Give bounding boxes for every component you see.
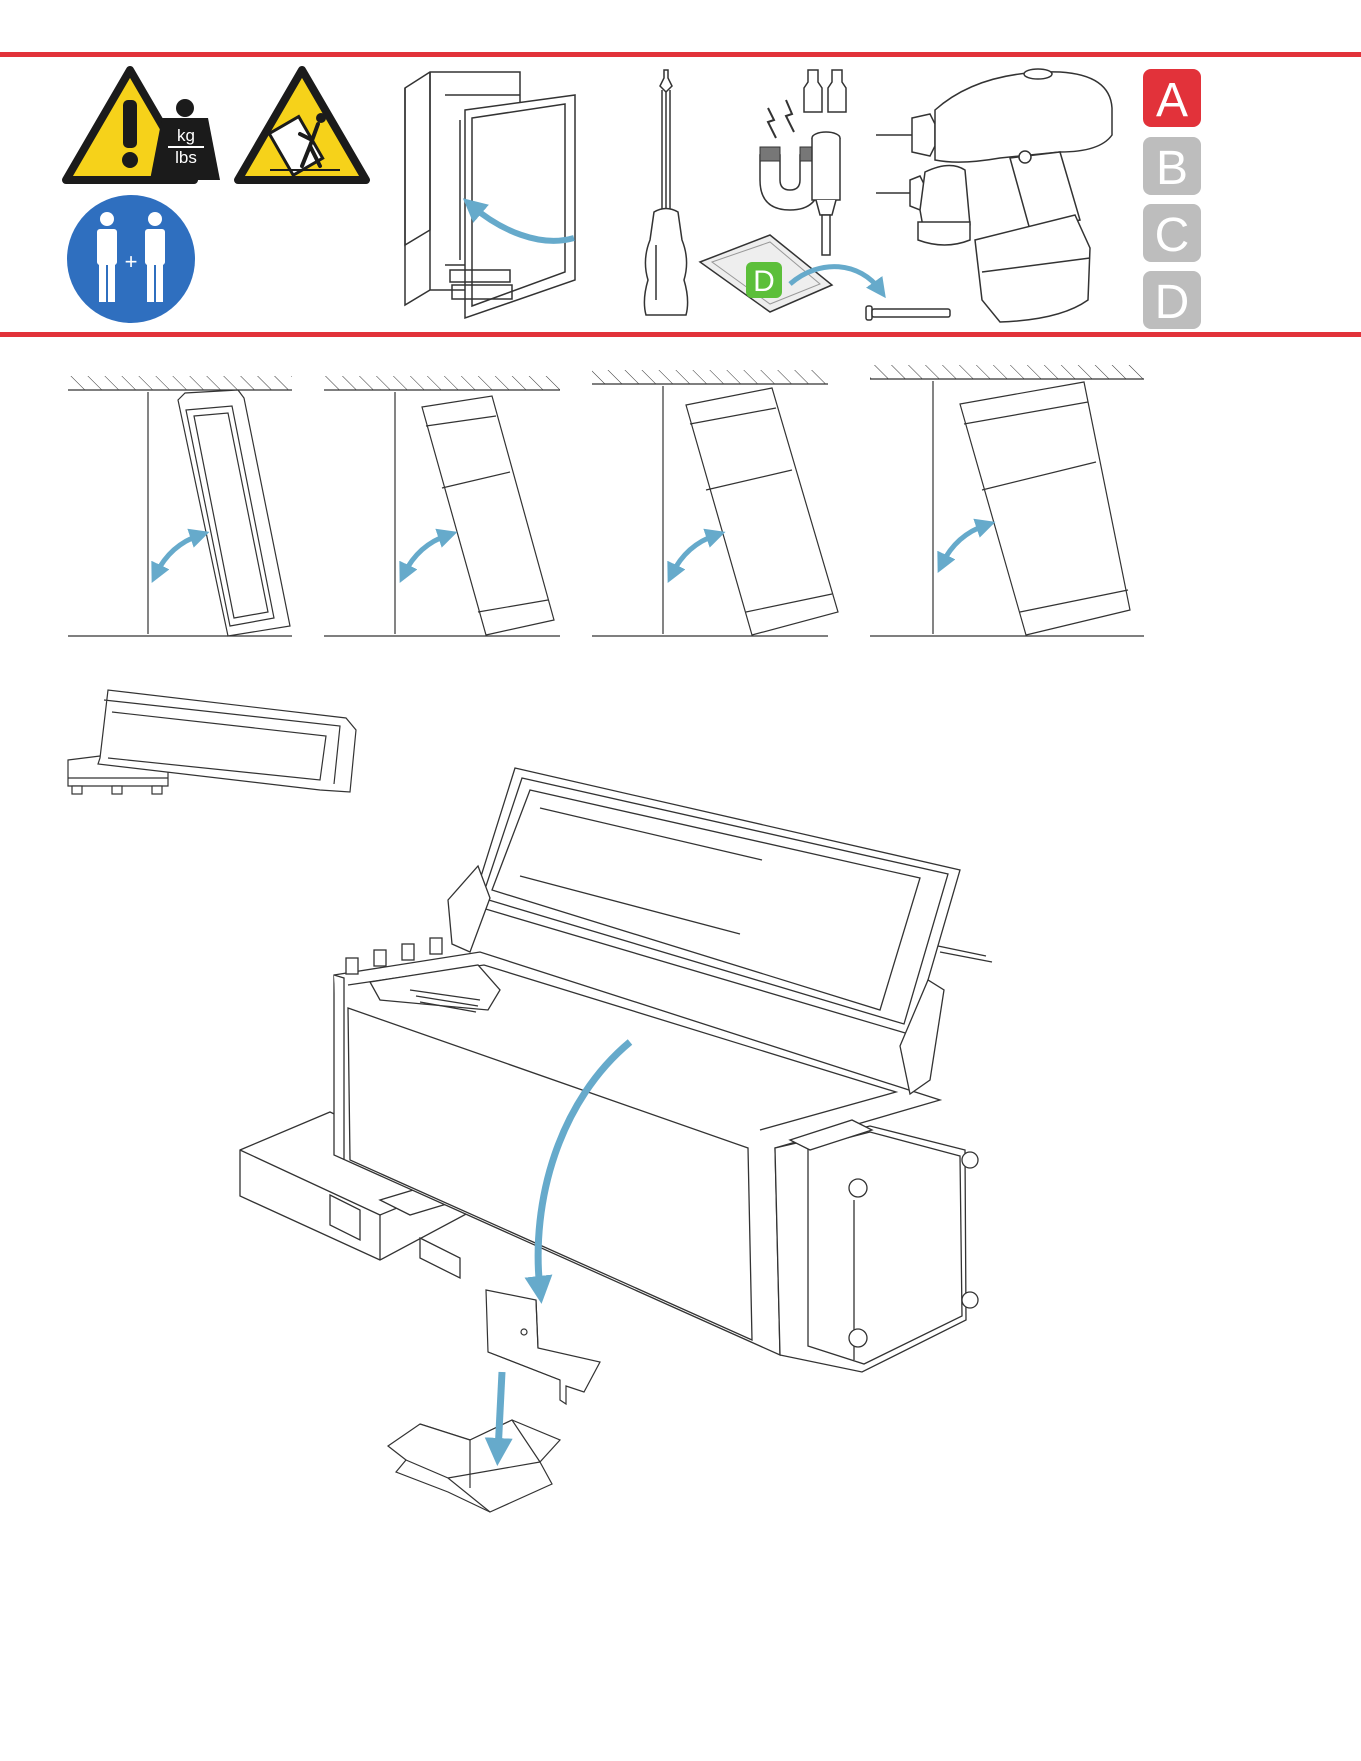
- weight-warning-icon: kg lbs: [66, 70, 220, 180]
- pin-icon: [866, 306, 950, 320]
- hardware-bag-label: D: [753, 265, 775, 298]
- torx-bit-icon: [804, 70, 846, 112]
- step-tab-list: A B C D: [1143, 69, 1201, 329]
- fridge-open-door-illustration: [405, 72, 575, 318]
- tilt-panel-4: [870, 365, 1144, 636]
- magnet-icon: [760, 100, 820, 210]
- weight-unit-kg: kg: [177, 126, 195, 145]
- right-angle-attachment-icon: [876, 165, 970, 245]
- tip-over-warning-icon: [238, 70, 366, 180]
- unit-on-pallet-large: [240, 768, 992, 1372]
- step-tab-d[interactable]: D: [1143, 271, 1201, 329]
- step-tab-c[interactable]: C: [1143, 204, 1201, 262]
- tilt-arrow-2: [404, 535, 448, 574]
- cardboard-box: [388, 1420, 560, 1512]
- two-person-plus: +: [125, 249, 138, 274]
- step-tab-d-label: D: [1155, 276, 1190, 329]
- weight-unit-lbs: lbs: [175, 148, 197, 167]
- step-tab-a-label: A: [1156, 74, 1188, 127]
- tilt-panel-1: [68, 376, 292, 636]
- unit-on-pallet-small: [68, 690, 356, 794]
- bracket-to-box-arrow: [498, 1372, 502, 1452]
- two-person-lift-icon: +: [67, 195, 195, 323]
- tilt-arrow-4: [942, 525, 986, 564]
- tilt-arrow-1: [156, 535, 200, 574]
- tilt-panel-2: [324, 376, 560, 636]
- tilt-arrows: [156, 525, 986, 574]
- step-tab-a[interactable]: A: [1143, 69, 1201, 127]
- socket-adapter-icon: [812, 132, 840, 255]
- step-tab-b-label: B: [1156, 142, 1188, 195]
- tilt-arrow-3: [672, 535, 716, 574]
- step-tab-b[interactable]: B: [1143, 137, 1201, 195]
- tilt-panel-3: [592, 370, 838, 636]
- hardware-bag-icon: D: [700, 235, 832, 312]
- step-tab-c-label: C: [1155, 209, 1190, 262]
- torx-screwdriver-icon: [644, 70, 687, 315]
